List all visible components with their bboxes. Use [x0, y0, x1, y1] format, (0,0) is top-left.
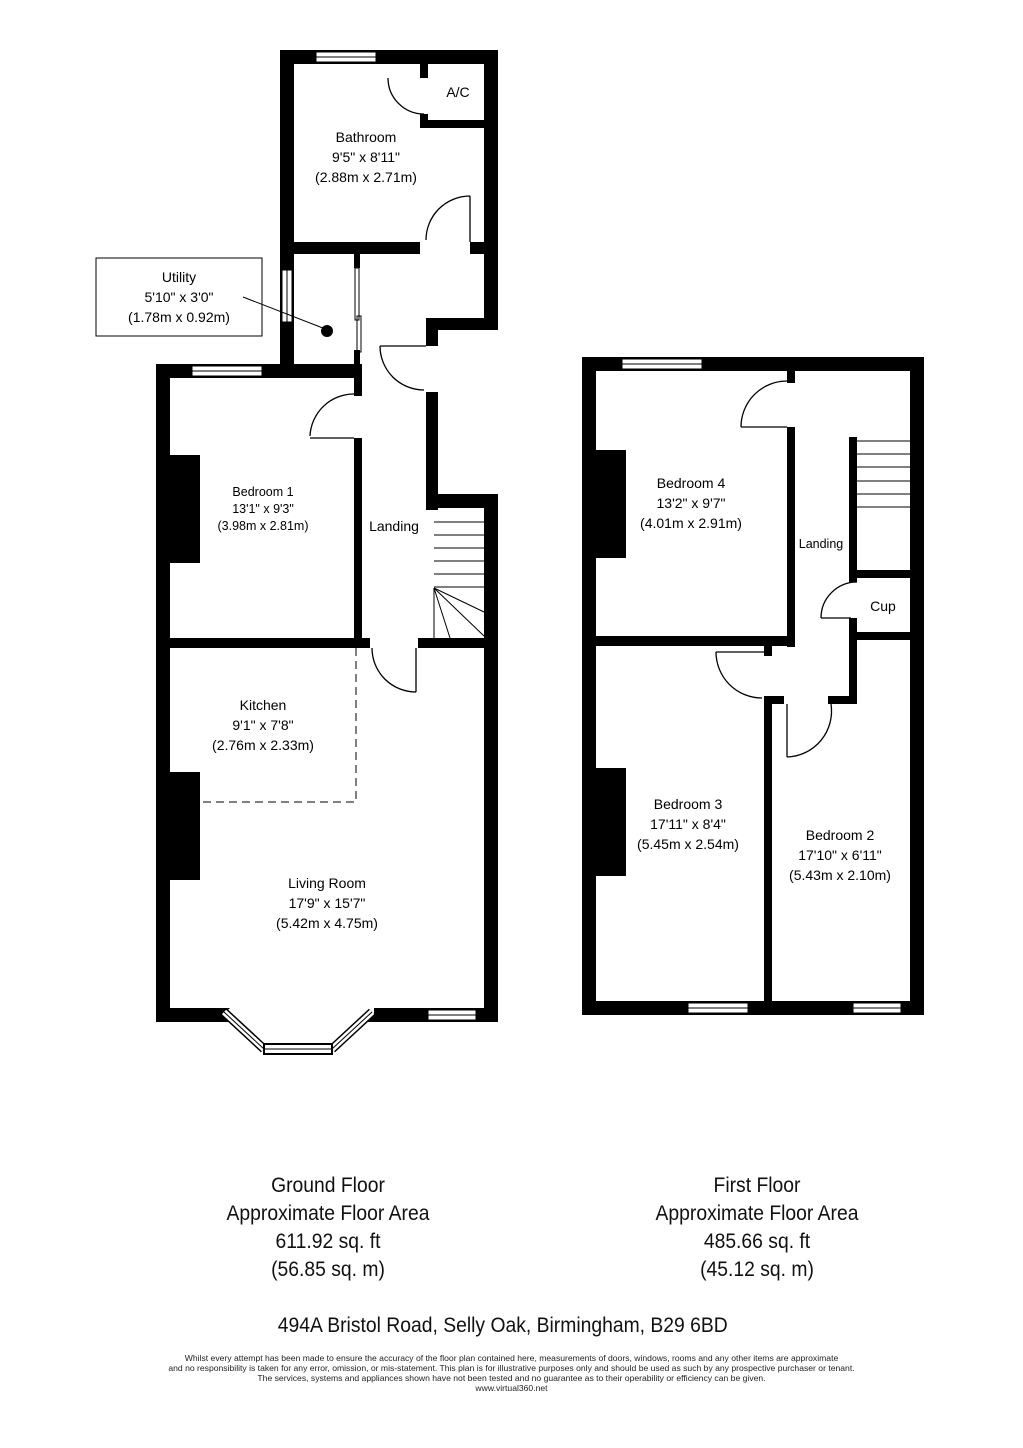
utility-imperial: 5'10" x 3'0" — [145, 289, 214, 305]
first-floor-area-sqft: 485.66 sq. ft — [703, 1230, 811, 1253]
disclaimer: Whilst every attempt has been made to en… — [0, 1353, 1023, 1393]
ground-floor-title: Ground Floor — [271, 1174, 385, 1197]
utility-callout — [95, 257, 333, 337]
landing-first-label: Landing — [799, 537, 844, 551]
utility-name: Utility — [162, 269, 196, 285]
bedroom3-metric: (5.45m x 2.54m) — [637, 836, 739, 852]
bay-window — [220, 1008, 376, 1055]
utility-sliding-door — [354, 267, 362, 353]
living-room-name: Living Room — [288, 875, 366, 891]
kitchen-metric: (2.76m x 2.33m) — [212, 737, 314, 753]
first-floor-area-sqm: (45.12 sq. m) — [700, 1258, 814, 1281]
bedroom1-name: Bedroom 1 — [232, 485, 293, 499]
cup-label: Cup — [870, 598, 896, 614]
bedroom3-imperial: 17'11" x 8'4" — [650, 816, 726, 832]
bedroom2-metric: (5.43m x 2.10m) — [789, 867, 891, 883]
ac-label: A/C — [446, 84, 469, 100]
bedroom1-imperial: 13'1" x 9'3" — [232, 502, 294, 516]
first-floor-subtitle: Approximate Floor Area — [655, 1202, 859, 1225]
first-floor-windows — [621, 358, 902, 1014]
ground-floor-subtitle: Approximate Floor Area — [226, 1202, 430, 1225]
disclaimer-line-2: and no responsibility is taken for any e… — [168, 1363, 855, 1373]
bedroom4-name: Bedroom 4 — [657, 475, 726, 491]
ground-floor-area-sqft: 611.92 sq. ft — [275, 1230, 381, 1253]
first-floor-summary: First Floor Approximate Floor Area 485.6… — [573, 1172, 941, 1284]
website-link[interactable]: www.virtual360.net — [475, 1383, 548, 1393]
bedroom1-metric: (3.98m x 2.81m) — [217, 519, 308, 533]
landing-ground-label: Landing — [369, 518, 419, 534]
kitchen-imperial: 9'1" x 7'8" — [232, 717, 293, 733]
ground-floor-summary: Ground Floor Approximate Floor Area 611.… — [144, 1172, 512, 1284]
living-room-imperial: 17'9" x 15'7" — [289, 895, 366, 911]
bathroom-name: Bathroom — [336, 129, 397, 145]
disclaimer-line-3: The services, systems and appliances sho… — [257, 1373, 766, 1383]
bathroom-metric: (2.88m x 2.71m) — [315, 169, 417, 185]
ground-stairs — [433, 521, 485, 639]
bedroom4-imperial: 13'2" x 9'7" — [657, 495, 726, 511]
utility-metric: (1.78m x 0.92m) — [128, 309, 230, 325]
bedroom2-name: Bedroom 2 — [806, 827, 875, 843]
disclaimer-line-1: Whilst every attempt has been made to en… — [184, 1353, 839, 1363]
room-labels: A/C Bathroom 9'5" x 8'11" (2.88m x 2.71m… — [128, 84, 896, 931]
ground-floor-windows — [191, 51, 477, 1021]
bedroom3-name: Bedroom 3 — [654, 796, 723, 812]
first-stairs — [857, 440, 910, 508]
first-floor-title: First Floor — [713, 1174, 801, 1197]
first-floor-plan — [582, 357, 924, 1015]
ground-floor-doors — [309, 77, 471, 693]
bathroom-imperial: 9'5" x 8'11" — [332, 149, 400, 165]
living-room-metric: (5.42m x 4.75m) — [276, 915, 378, 931]
ground-floor-area-sqm: (56.85 sq. m) — [271, 1258, 385, 1281]
kitchen-name: Kitchen — [240, 697, 287, 713]
first-floor-doors — [715, 380, 858, 758]
property-address: 494A Bristol Road, Selly Oak, Birmingham… — [277, 1314, 728, 1337]
bedroom4-metric: (4.01m x 2.91m) — [640, 515, 742, 531]
bedroom2-imperial: 17'10" x 6'11" — [798, 847, 882, 863]
